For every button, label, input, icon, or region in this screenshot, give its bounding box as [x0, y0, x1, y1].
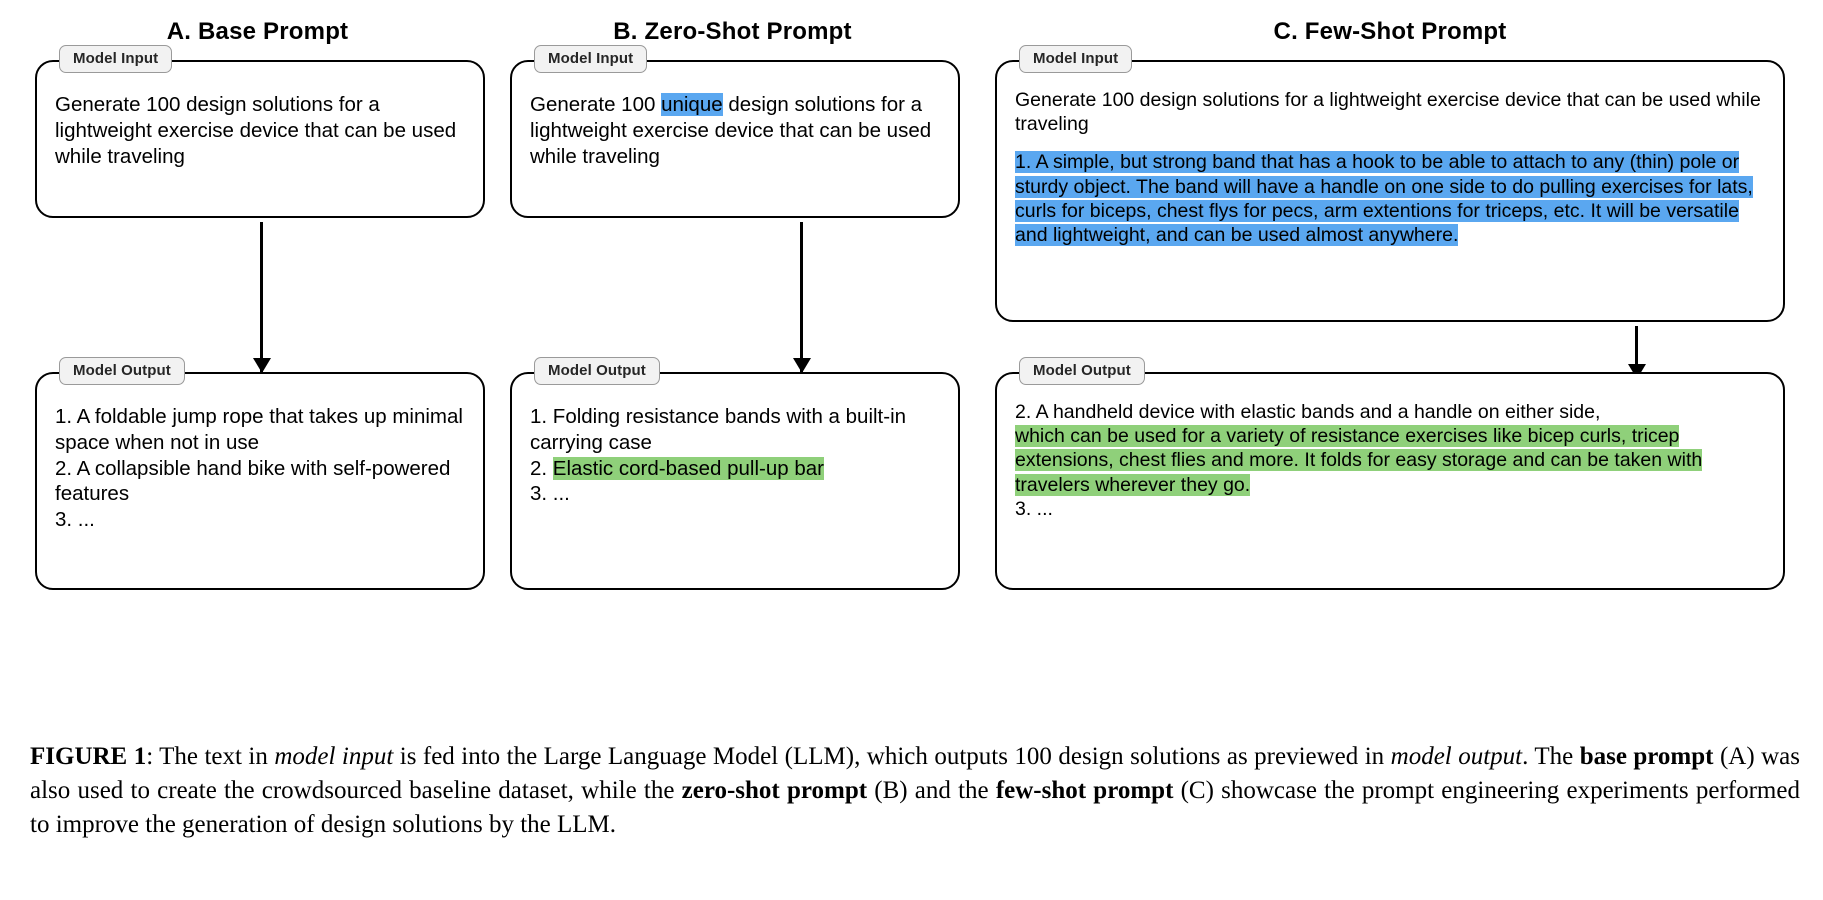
model-input-box-a: Model Input Generate 100 design solution…: [35, 45, 485, 218]
model-output-text-b: 1. Folding resistance bands with a built…: [512, 374, 958, 523]
output-line-2-number-c: 2. A handheld device with elastic bands …: [1015, 401, 1601, 423]
model-input-box-b: Model Input Generate 100 unique design s…: [510, 45, 960, 218]
figure-caption: FIGURE 1: The text in model input is fed…: [30, 740, 1800, 842]
input-highlight-unique-b: unique: [661, 93, 723, 116]
model-input-tab-a: Model Input: [59, 45, 173, 73]
caption-seg-5: (B) and the: [867, 777, 996, 804]
model-input-text-b: Generate 100 unique design solutions for…: [512, 62, 958, 185]
flow-arrow-a: [260, 222, 263, 372]
output-line-2-number-b: 2.: [530, 456, 553, 480]
model-output-box-b: Model Output 1. Folding resistance bands…: [510, 357, 960, 590]
flow-arrow-c: [1635, 326, 1638, 378]
output-line-1-b: 1. Folding resistance bands with a built…: [530, 405, 907, 454]
caption-seg-2: is fed into the Large Language Model (LL…: [393, 743, 1391, 770]
input-paragraph-b: Generate 100 unique design solutions for…: [530, 92, 940, 169]
output-line-2-highlight-c: which can be used for a variety of resis…: [1015, 424, 1767, 497]
input-spacer-c: [1015, 136, 1767, 150]
caption-colon: :: [146, 743, 160, 770]
caption-seg-4: (A) was also used to create the crowdsou…: [30, 743, 1800, 804]
model-output-tab-a: Model Output: [59, 357, 185, 385]
input-example-c: 1. A simple, but strong band that has a …: [1015, 150, 1767, 247]
input-paragraph-a: Generate 100 design solutions for a ligh…: [55, 93, 457, 168]
model-output-tab-b: Model Output: [534, 357, 660, 385]
model-output-box-a: Model Output 1. A foldable jump rope tha…: [35, 357, 485, 590]
column-title-b: B. Zero-Shot Prompt: [613, 18, 852, 45]
output-line-2-b: 2. Elastic cord-based pull-up bar: [530, 456, 940, 482]
model-output-box-c: Model Output 2. A handheld device with e…: [995, 357, 1785, 590]
caption-seg-6: (C) showcase the prompt engineering expe…: [30, 777, 1800, 838]
input-paragraph-c: Generate 100 design solutions for a ligh…: [1015, 89, 1761, 136]
output-line-3-b: 3. ...: [530, 482, 570, 506]
output-line-3-c: 3. ...: [1015, 497, 1053, 520]
column-base-prompt: A. Base Prompt Model Input Generate 100 …: [30, 0, 485, 590]
model-output-text-c: 2. A handheld device with elastic bands …: [997, 374, 1783, 535]
model-input-box-c: Model Input Generate 100 design solution…: [995, 45, 1785, 322]
caption-em-model-input: model input: [274, 743, 394, 770]
output-highlight-green-b: Elastic cord-based pull-up bar: [552, 456, 824, 480]
caption-strong-zero-shot: zero-shot prompt: [681, 777, 868, 804]
output-line-2-a: 2. A collapsible hand bike with self-pow…: [55, 456, 451, 506]
model-output-tab-c: Model Output: [1019, 357, 1145, 385]
model-input-text-a: Generate 100 design solutions for a ligh…: [37, 62, 483, 185]
model-input-tab-b: Model Input: [534, 45, 648, 73]
column-zero-shot-prompt: B. Zero-Shot Prompt Model Input Generate…: [505, 0, 960, 590]
column-title-a: A. Base Prompt: [166, 18, 349, 45]
output-line-2-c: 2. A handheld device with elastic bands …: [1015, 400, 1767, 424]
column-title-c: C. Few-Shot Prompt: [1273, 18, 1507, 45]
model-input-text-c: Generate 100 design solutions for a ligh…: [997, 62, 1783, 261]
caption-seg-1: The text in: [159, 743, 275, 770]
column-few-shot-prompt: C. Few-Shot Prompt Model Input Generate …: [990, 0, 1790, 590]
model-input-tab-c: Model Input: [1019, 45, 1133, 73]
output-highlight-green-c: which can be used for a variety of resis…: [1015, 425, 1703, 496]
caption-strong-base-prompt: base prompt: [1579, 743, 1714, 770]
caption-label: FIGURE 1: [30, 743, 147, 770]
input-text-before-b: Generate 100: [530, 93, 662, 116]
caption-em-model-output: model output: [1390, 743, 1523, 770]
model-output-text-a: 1. A foldable jump rope that takes up mi…: [37, 374, 483, 549]
output-line-1-a: 1. A foldable jump rope that takes up mi…: [55, 405, 463, 454]
input-highlight-example-c: 1. A simple, but strong band that has a …: [1015, 151, 1753, 246]
caption-strong-few-shot: few-shot prompt: [995, 777, 1174, 804]
output-line-3-a: 3. ...: [55, 508, 95, 532]
caption-seg-3: . The: [1522, 743, 1580, 770]
flow-arrow-b: [800, 222, 803, 372]
input-text-after-b: design solutions for a lightweight exerc…: [530, 93, 932, 168]
